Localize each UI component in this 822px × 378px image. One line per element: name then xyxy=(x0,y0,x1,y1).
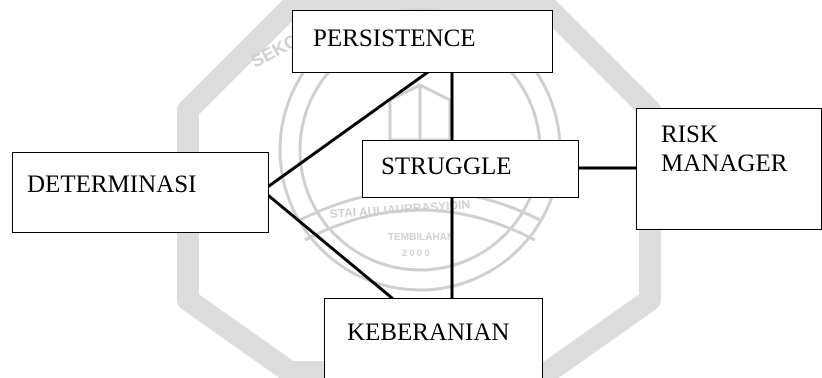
node-persistence: PERSISTENCE xyxy=(292,10,553,73)
node-determinasi-label: DETERMINASI xyxy=(27,171,197,198)
node-determinasi: DETERMINASI xyxy=(12,152,269,233)
node-risk-manager: RISK MANAGER xyxy=(636,108,822,230)
watermark-year-text: 2 0 0 0 xyxy=(402,248,430,258)
node-persistence-label: PERSISTENCE xyxy=(313,25,476,52)
node-struggle-label: STRUGGLE xyxy=(381,153,512,180)
edge-determinasi-persistence xyxy=(267,70,430,188)
node-risk-manager-label-line1: RISK xyxy=(661,121,718,148)
watermark-sub-text: TEMBILAHAN xyxy=(388,232,454,243)
node-keberanian: KEBERANIAN xyxy=(324,298,543,378)
node-struggle: STRUGGLE xyxy=(362,140,579,198)
node-keberanian-label: KEBERANIAN xyxy=(347,319,510,346)
edge-determinasi-keberanian xyxy=(267,194,394,300)
node-risk-manager-label-line2: MANAGER xyxy=(661,149,788,177)
